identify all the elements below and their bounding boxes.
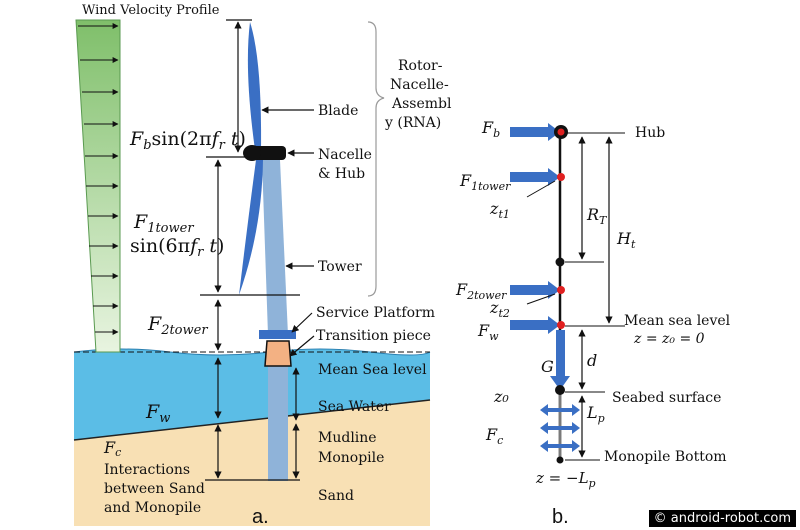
monopile-label: Monopile — [318, 450, 384, 466]
nacelle-hub-label-1: Nacelle — [318, 147, 372, 163]
node-t1 — [557, 173, 565, 181]
rna-label-3: Assembl — [391, 96, 452, 112]
fw-label: Fw — [477, 321, 499, 343]
z-bottom-eq: z = −Lp — [535, 469, 596, 490]
sea-region — [74, 349, 430, 440]
blade-lower — [239, 160, 263, 295]
lp-label: Lp — [586, 403, 605, 425]
interactions-label-3: and Monopile — [104, 500, 201, 516]
sand-label: Sand — [318, 488, 354, 504]
node-blade-tip — [555, 257, 565, 267]
watermark: © android-robot.com — [648, 510, 796, 527]
node-t2 — [557, 286, 565, 294]
z-zero-eq: z = z₀ = 0 — [633, 331, 705, 347]
seabed-label: Seabed surface — [612, 390, 721, 406]
wind-profile-title: Wind Velocity Profile — [82, 3, 220, 18]
panel-b-dimensions — [578, 136, 613, 458]
service-platform — [259, 330, 296, 339]
rna-brace — [367, 21, 385, 297]
mean-sea-level-label: Mean Sea level — [318, 362, 427, 378]
transition-piece — [264, 340, 292, 367]
ht-label: Ht — [616, 229, 636, 251]
monopile — [268, 365, 288, 481]
f2tower-label: F2tower — [455, 280, 507, 302]
service-platform-label: Service Platform — [316, 305, 435, 321]
mean-sea-level-b: Mean sea level — [624, 313, 731, 329]
tower-label: Tower — [318, 259, 362, 275]
sand-region — [74, 400, 430, 526]
force-fw-label: Fw — [145, 401, 170, 426]
fc-label-b: Fc — [485, 425, 503, 447]
rna-label-2: Nacelle- — [390, 77, 449, 93]
z0-label: z₀ — [493, 387, 509, 406]
mudline-label: Mudline — [318, 430, 377, 446]
d-label: d — [587, 351, 597, 370]
panel-a: Wind Velocity Profile — [73, 3, 452, 528]
sea-water-label: Sea Water — [318, 399, 391, 415]
force-f2tower-label: F2tower — [147, 313, 208, 338]
fb-label: Fb — [481, 118, 500, 140]
blade-label: Blade — [318, 103, 358, 119]
node-bottom — [556, 456, 564, 464]
panel-b-label: b. — [552, 506, 569, 528]
force-f1tower-sin: sin(6πfr t) — [130, 235, 224, 260]
hub-label: Hub — [635, 125, 665, 141]
panel-a-label: a. — [252, 506, 269, 528]
monopile-bottom-label: Monopile Bottom — [604, 449, 727, 465]
force-fc-label: Fc — [103, 438, 121, 459]
interactions-label-1: Interactions — [104, 462, 190, 478]
panel-b-force-arrows — [510, 123, 570, 390]
blade-upper — [247, 22, 262, 150]
dimension-markers — [200, 19, 300, 481]
soil-spring-arrows — [540, 404, 580, 452]
rna-label-4: y (RNA) — [384, 115, 441, 131]
wind-arrows — [78, 23, 119, 335]
interactions-label-2: between Sand — [104, 481, 205, 497]
panel-b: Hub Fb F1tower zt1 RT Ht F2tower zt2 Fw … — [455, 118, 731, 528]
node-sea — [557, 321, 565, 329]
nacelle-hub-label-2: & Hub — [318, 166, 365, 182]
rna-label-1: Rotor- — [398, 58, 443, 74]
nacelle — [252, 146, 286, 160]
tower — [262, 160, 288, 335]
node-seabed — [555, 385, 565, 395]
rt-label: RT — [586, 205, 608, 227]
force-fb-label: Fbsin(2πfr t) — [129, 128, 246, 153]
seabed-line — [73, 399, 431, 441]
zt1-label: zt1 — [489, 199, 510, 221]
transition-piece-label: Transition piece — [316, 328, 431, 344]
gravity-label: G — [541, 357, 554, 376]
zt2-label: zt2 — [489, 298, 510, 320]
f1tower-label: F1tower — [459, 171, 511, 193]
force-f1tower-label: F1tower — [133, 211, 194, 236]
